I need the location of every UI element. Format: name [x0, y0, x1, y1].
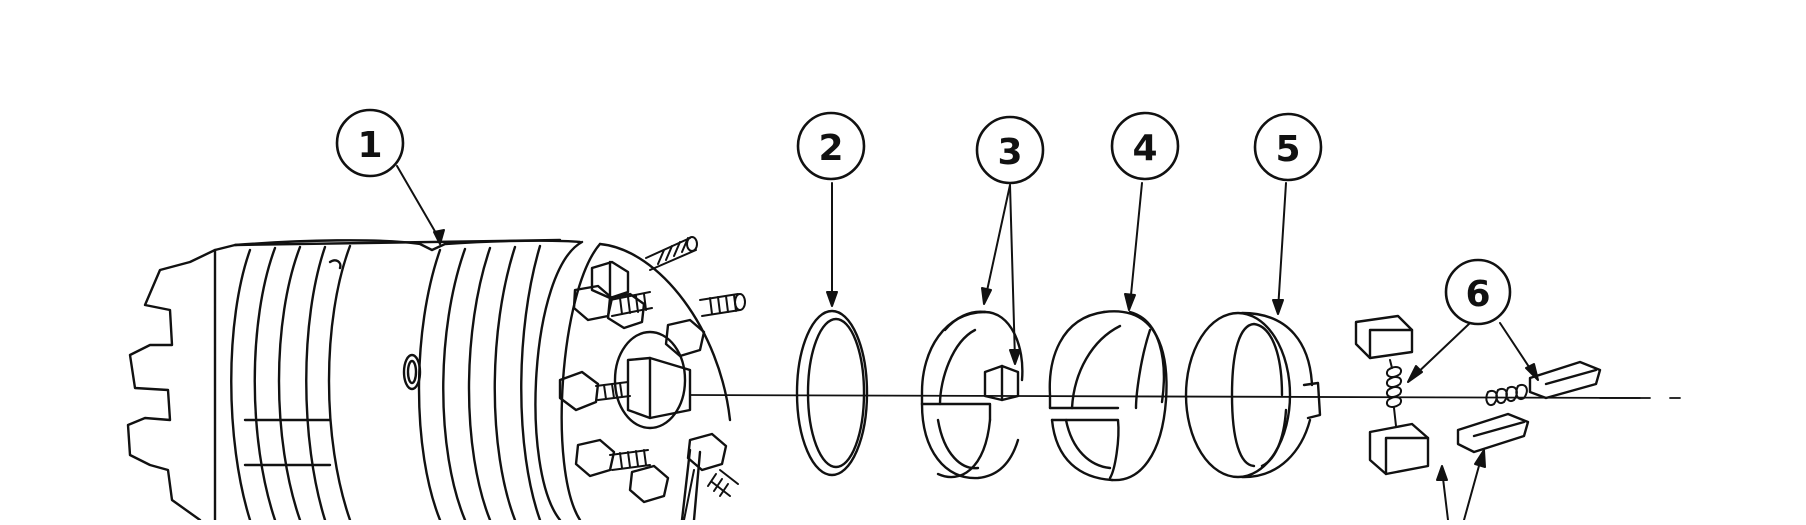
part-6-springs-keys	[1354, 314, 1602, 476]
stud-right	[699, 293, 746, 317]
nut-bottom-3	[686, 432, 728, 472]
callout-4-label: 4	[1132, 128, 1157, 169]
callout-5: 5	[1253, 112, 1323, 182]
callout-2-label: 2	[818, 128, 843, 169]
nut-left-mid	[558, 370, 600, 412]
callout-4: 4	[1110, 111, 1180, 181]
stud-top	[645, 236, 698, 271]
callout-1-label: 1	[357, 125, 382, 166]
callout-3: 3	[975, 115, 1045, 185]
nut-top-1	[590, 260, 630, 300]
nut-right-mid	[664, 318, 706, 358]
nut-bottom-2	[628, 464, 670, 504]
callout-2: 2	[796, 111, 866, 181]
hub-assembly	[126, 236, 746, 522]
stud-mid	[595, 381, 631, 401]
callout-6: 6	[1444, 258, 1512, 326]
stud-low	[609, 449, 651, 471]
part-2-ring	[795, 309, 869, 477]
part-4-split-sleeve	[1048, 310, 1168, 482]
part-5-slotted-ring	[1184, 311, 1322, 479]
nut-bottom-1	[574, 438, 616, 478]
leader-lines	[396, 165, 1539, 521]
callout-1: 1	[335, 108, 405, 178]
callout-3-label: 3	[997, 132, 1022, 173]
center-axis-line	[689, 394, 1641, 399]
nut-top-2	[606, 292, 646, 330]
stud-left	[609, 291, 653, 317]
part-3-split-ring	[920, 310, 1024, 480]
callout-5-label: 5	[1275, 129, 1300, 170]
nut-left-top	[572, 284, 614, 322]
stud-right-low	[707, 469, 739, 497]
callout-6-label: 6	[1465, 274, 1490, 315]
